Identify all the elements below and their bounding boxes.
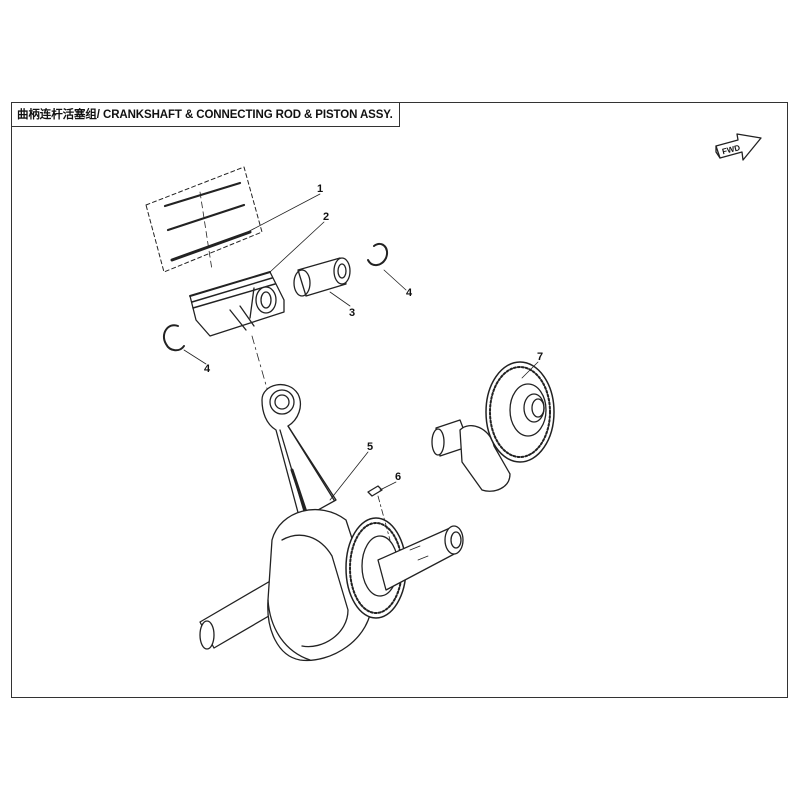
callout-3: 3: [349, 307, 355, 319]
callout-1: 1: [317, 183, 323, 195]
balance-shaft: [431, 361, 555, 492]
callout-7: 7: [537, 351, 543, 363]
piston: [189, 271, 285, 337]
woodruff-key: [367, 485, 383, 497]
fwd-arrow-icon: FWD: [715, 133, 762, 161]
center-line: [251, 335, 269, 393]
diagram-title: 曲柄连杆活塞组/ CRANKSHAFT & CONNECTING ROD & P…: [11, 102, 400, 127]
balance-gear: [485, 361, 555, 463]
circlip-right: [367, 242, 388, 266]
leader-lines: [183, 193, 539, 501]
piston-pin: [293, 257, 351, 297]
piston-rings: [145, 166, 263, 273]
callout-6: 6: [395, 471, 401, 483]
key-center-line: [377, 495, 391, 541]
callout-4-left: 4: [204, 363, 211, 375]
callout-4-right: 4: [406, 287, 413, 299]
crankshaft: [199, 508, 464, 662]
fwd-label: FWD: [721, 143, 741, 156]
callout-2: 2: [323, 211, 329, 223]
connecting-rod: [261, 383, 337, 521]
callout-5: 5: [367, 441, 373, 453]
crank-gear: [345, 517, 407, 619]
circlip-left: [162, 324, 185, 352]
